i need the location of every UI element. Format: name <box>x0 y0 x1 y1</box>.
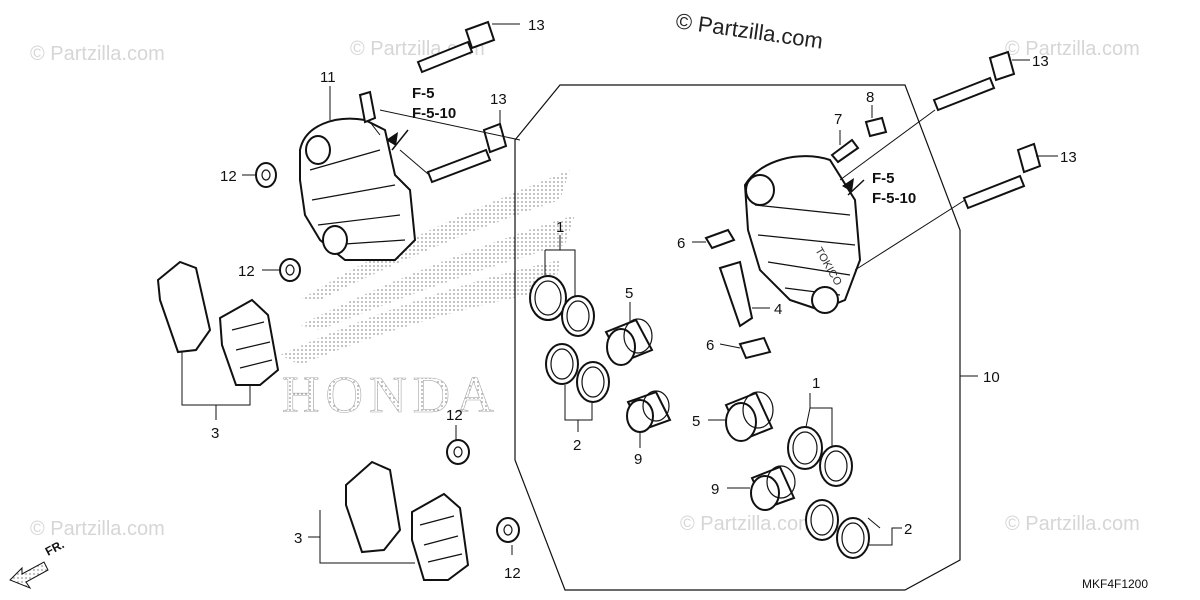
pad-pin-clip-6-top <box>704 228 736 250</box>
brake-pad-set-top <box>156 260 280 386</box>
collar-12-b <box>279 258 301 282</box>
seal-set-left <box>529 275 610 403</box>
callout-6: 6 <box>677 235 685 252</box>
callout-9: 9 <box>634 451 642 468</box>
ref-f5-right: F-5 <box>872 170 895 187</box>
callout-5: 5 <box>625 285 633 302</box>
callout-1: 1 <box>556 219 564 236</box>
callout-12: 12 <box>238 263 255 280</box>
ref-arrow-left <box>386 129 409 151</box>
bolt-13-top-left <box>416 20 496 74</box>
callout-13: 13 <box>528 17 545 34</box>
pad-pin-clip-6-bottom <box>738 336 772 360</box>
callout-10: 10 <box>983 369 1000 386</box>
right-caliper: TOKICO <box>743 155 862 314</box>
callout-7: 7 <box>834 111 842 128</box>
callout-11: 11 <box>320 69 336 86</box>
kit-outline <box>514 84 961 591</box>
callout-6: 6 <box>706 337 714 354</box>
callout-4: 4 <box>774 301 782 318</box>
callout-12: 12 <box>504 565 521 582</box>
callout-3: 3 <box>211 425 219 442</box>
callout-13: 13 <box>1032 53 1049 70</box>
diagram-code: MKF4F1200 <box>1082 577 1148 591</box>
callout-12: 12 <box>220 168 237 185</box>
callout-5: 5 <box>692 413 700 430</box>
callout-13: 13 <box>490 91 507 108</box>
honda-wing-logo: HONDA <box>280 170 575 424</box>
callout-9: 9 <box>711 481 719 498</box>
callout-1: 1 <box>812 375 820 392</box>
piston-right-9 <box>750 465 796 511</box>
ref-arrow-right <box>842 178 865 196</box>
collar-12-a <box>255 162 277 188</box>
bleeder-cap-8 <box>864 116 888 138</box>
watermark-text: © Partzilla.com <box>1005 38 1140 60</box>
ref-f5-10-left: F-5-10 <box>412 105 456 122</box>
callout-2: 2 <box>573 437 581 454</box>
watermark-text: © Partzilla.com <box>680 513 815 535</box>
brake-pad-set-bottom <box>345 460 470 581</box>
pad-spring-4 <box>718 260 754 328</box>
bleeder-valve-7 <box>830 138 860 164</box>
watermark-text: © Partzilla.com <box>1005 513 1140 535</box>
left-caliper <box>299 90 417 261</box>
ref-f5-10-right: F-5-10 <box>872 190 916 207</box>
front-direction-marker: FR. <box>9 537 67 590</box>
piston-left-5 <box>604 318 654 366</box>
bolt-13-right-mid <box>962 142 1042 210</box>
piston-right-5 <box>724 391 774 442</box>
main-watermark: © Partzilla.com <box>674 8 824 53</box>
watermark-text: © Partzilla.com <box>30 518 165 540</box>
piston-left-9 <box>626 390 672 433</box>
leader-lines <box>181 23 1058 564</box>
callout-12: 12 <box>446 407 463 424</box>
front-marker-label: FR. <box>43 537 67 558</box>
seal-set-right <box>787 426 870 559</box>
bolt-13-right-top <box>932 50 1016 112</box>
bolt-13-left-mid <box>426 122 508 184</box>
honda-logo-text: HONDA <box>282 367 500 424</box>
callout-3: 3 <box>294 530 302 547</box>
ref-f5-left: F-5 <box>412 85 435 102</box>
callout-2: 2 <box>904 521 912 538</box>
collar-12-c <box>446 439 470 465</box>
callout-13: 13 <box>1060 149 1077 166</box>
collar-12-d <box>496 517 520 543</box>
watermark-text: © Partzilla.com <box>30 43 165 65</box>
callout-8: 8 <box>866 89 874 106</box>
